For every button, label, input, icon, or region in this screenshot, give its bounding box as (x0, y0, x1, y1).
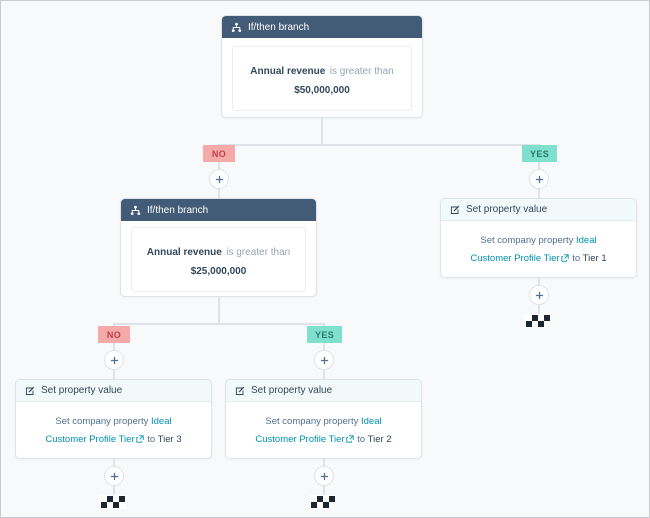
connector-branch1-split (218, 144, 540, 146)
branch-card-2[interactable]: If/then branch Annual revenue is greater… (120, 198, 317, 297)
branch-card-2-property: Annual revenue (146, 247, 222, 259)
branch-card-2-condition-line: Annual revenue is greater than (140, 239, 297, 264)
edit-icon (235, 386, 245, 396)
action-card-tier3[interactable]: Set property value Set company property … (15, 379, 212, 459)
connector-tier2-to-plus (323, 459, 325, 467)
connector-plus-to-action-tier3 (113, 370, 115, 379)
branch-card-1-header: If/then branch (222, 16, 422, 38)
action-card-tier2-header: Set property value (226, 380, 421, 402)
add-step-button-tier3[interactable] (104, 466, 124, 486)
edit-icon (25, 386, 35, 396)
checkered-flag-icon-2 (310, 495, 336, 509)
connector-branch1-stem (321, 118, 323, 146)
action-card-tier3-text: Set company property Ideal Customer Prof… (26, 409, 201, 452)
branch-label-yes-2[interactable]: YES (307, 326, 343, 343)
action-tier3-prefix: Set company property (55, 415, 149, 427)
add-step-button-tier2[interactable] (314, 466, 334, 486)
action-card-tier2[interactable]: Set property value Set company property … (225, 379, 422, 459)
connector-yes1-to-plus (538, 162, 540, 170)
connector-no1-to-plus (218, 162, 220, 170)
connector-plus-to-flag-3 (113, 486, 115, 496)
branch-card-1-operator: is greater than (329, 66, 394, 78)
branch-icon (130, 205, 141, 216)
branch-card-1-value: $50,000,000 (294, 85, 350, 97)
connector-tier1-to-plus (538, 278, 540, 286)
action-tier1-middle: to (572, 252, 581, 264)
branch-card-1-condition: Annual revenue is greater than $50,000,0… (232, 46, 412, 111)
action-card-tier2-title: Set property value (251, 385, 333, 396)
action-card-tier1-title: Set property value (466, 204, 548, 215)
add-step-button-tier1[interactable] (529, 285, 549, 305)
external-link-icon[interactable] (560, 253, 569, 262)
connector-tier3-to-plus (113, 459, 115, 467)
action-card-tier1-body: Set company property Ideal Customer Prof… (441, 221, 636, 277)
edit-icon (450, 205, 460, 215)
action-tier1-value: Tier 1 (582, 252, 607, 264)
checkered-flag-icon-1 (525, 314, 551, 328)
branch-icon (231, 22, 242, 33)
action-card-tier3-title: Set property value (41, 385, 123, 396)
branch-card-1-body: Annual revenue is greater than $50,000,0… (222, 38, 422, 117)
branch-card-2-condition: Annual revenue is greater than $25,000,0… (131, 227, 306, 292)
branch-card-1-property: Annual revenue (250, 66, 326, 78)
branch-card-2-body: Annual revenue is greater than $25,000,0… (121, 221, 316, 296)
connector-branch2-split (113, 323, 324, 325)
action-card-tier2-body: Set company property Ideal Customer Prof… (226, 402, 421, 458)
connector-branch2-stem (218, 297, 220, 325)
action-tier2-middle: to (357, 433, 366, 445)
branch-card-1-title: If/then branch (248, 21, 310, 33)
connector-plus-to-flag-2 (323, 486, 325, 496)
branch-card-2-header: If/then branch (121, 199, 316, 221)
add-step-button-no-2[interactable] (104, 350, 124, 370)
add-step-button-yes-2[interactable] (314, 350, 334, 370)
connector-plus-to-action-tier1 (538, 189, 540, 198)
action-card-tier1-header: Set property value (441, 199, 636, 221)
connector-plus-to-action-tier2 (323, 370, 325, 379)
action-tier2-prefix: Set company property (265, 415, 359, 427)
action-tier3-middle: to (147, 433, 156, 445)
action-card-tier1[interactable]: Set property value Set company property … (440, 198, 637, 278)
action-card-tier2-text: Set company property Ideal Customer Prof… (236, 409, 411, 452)
connector-yes2-to-plus (323, 343, 325, 351)
connector-plus-to-flag-1 (538, 305, 540, 315)
branch-card-1-condition-line: Annual revenue is greater than (241, 58, 403, 83)
property-link-tier1[interactable]: Ideal Customer Profile Tier (470, 234, 597, 264)
add-step-button-yes-1[interactable] (529, 169, 549, 189)
property-link-tier2[interactable]: Ideal Customer Profile Tier (255, 415, 382, 445)
action-tier1-prefix: Set company property (480, 234, 574, 246)
action-tier3-value: Tier 3 (157, 433, 182, 445)
action-card-tier3-body: Set company property Ideal Customer Prof… (16, 402, 211, 458)
branch-card-2-operator: is greater than (226, 247, 291, 259)
branch-label-no-1[interactable]: NO (203, 145, 235, 162)
external-link-icon[interactable] (345, 434, 354, 443)
connector-no2-to-plus (113, 343, 115, 351)
branch-label-no-2[interactable]: NO (98, 326, 130, 343)
branch-label-yes-1[interactable]: YES (522, 145, 558, 162)
checkered-flag-icon-3 (100, 495, 126, 509)
action-tier2-value: Tier 2 (367, 433, 392, 445)
branch-card-1[interactable]: If/then branch Annual revenue is greater… (221, 15, 423, 118)
connector-plus-to-branch2 (218, 189, 220, 198)
action-card-tier1-text: Set company property Ideal Customer Prof… (451, 228, 626, 271)
property-link-tier3[interactable]: Ideal Customer Profile Tier (45, 415, 172, 445)
branch-card-2-title: If/then branch (147, 204, 209, 216)
add-step-button-no-1[interactable] (209, 169, 229, 189)
branch-card-2-value: $25,000,000 (190, 266, 247, 278)
external-link-icon[interactable] (135, 434, 144, 443)
action-card-tier3-header: Set property value (16, 380, 211, 402)
